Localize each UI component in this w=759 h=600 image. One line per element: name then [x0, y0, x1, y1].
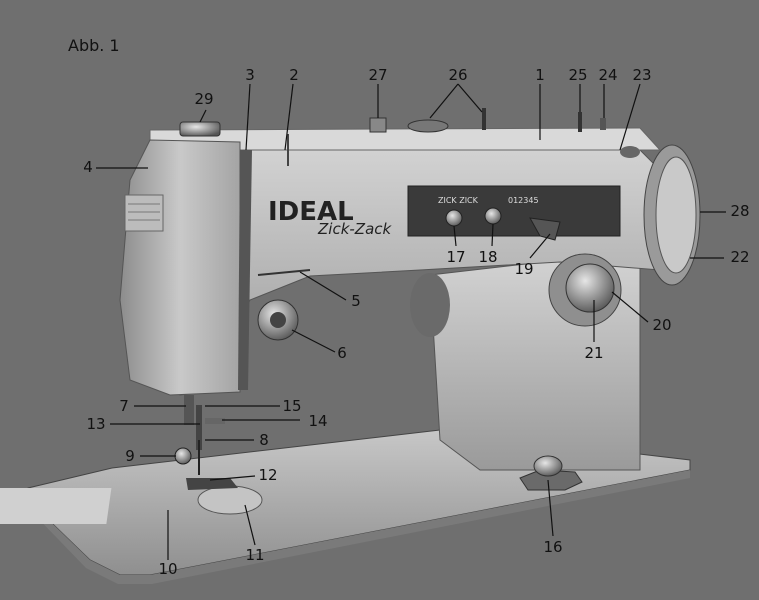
callout-11: 11: [245, 546, 264, 564]
callout-27: 27: [368, 66, 387, 84]
callout-22: 22: [730, 248, 749, 266]
presser-bar: [196, 405, 202, 450]
callout-20: 20: [652, 316, 671, 334]
callout-12: 12: [258, 466, 277, 484]
callout-4: 4: [83, 158, 93, 176]
callout-9: 9: [125, 447, 135, 465]
leader-lines: [96, 83, 726, 560]
stitch-length-knob: [565, 263, 615, 313]
presser-foot: [186, 478, 238, 490]
spool-holder: [407, 119, 449, 133]
callout-13: 13: [86, 415, 105, 433]
callout-8: 8: [259, 431, 269, 449]
callout-26: 26: [448, 66, 467, 84]
needle-bar: [184, 395, 194, 425]
spool-pin-left: [369, 117, 387, 133]
bobbin-winder: [620, 146, 640, 158]
brand-name: IDEAL: [268, 197, 354, 227]
thread-cutter: [205, 418, 225, 424]
take-up-lever: [238, 150, 252, 390]
callout-24: 24: [598, 66, 617, 84]
selector-serial: 012345: [508, 196, 539, 205]
callout-21: 21: [584, 344, 603, 362]
bobbin-cover: [197, 485, 263, 515]
pressure-regulator-knob: [179, 121, 221, 137]
reverse-knob: [533, 455, 563, 477]
face-plate-grille: [124, 194, 164, 232]
callout-2: 2: [289, 66, 299, 84]
thread-guide-lower: [257, 269, 311, 276]
callout-28: 28: [730, 202, 749, 220]
stitch-lever: [529, 217, 561, 241]
bobbin-winder-pin: [578, 112, 582, 132]
needle-position-knob: [484, 207, 502, 225]
slide-plate: [0, 488, 112, 524]
motor-cover: [410, 273, 450, 337]
callout-17: 17: [446, 248, 465, 266]
spool-pin-right: [482, 108, 486, 130]
callout-16: 16: [543, 538, 562, 556]
callout-23: 23: [632, 66, 651, 84]
callout-1: 1: [535, 66, 545, 84]
callout-10: 10: [158, 560, 177, 578]
callout-5: 5: [351, 292, 361, 310]
needle-clamp-screw: [174, 447, 192, 465]
callout-14: 14: [308, 412, 327, 430]
stitch-selector-plate: [407, 185, 621, 237]
bobbin-winder-stop: [600, 118, 606, 130]
figure-title: Abb. 1: [68, 36, 120, 55]
callout-6: 6: [337, 344, 347, 362]
callout-7: 7: [119, 397, 129, 415]
callout-3: 3: [245, 66, 255, 84]
callout-19: 19: [514, 260, 533, 278]
selector-plate-label: ZICK ZICK: [438, 196, 479, 205]
stitch-width-knob: [445, 209, 463, 227]
callout-25: 25: [568, 66, 587, 84]
brand-model-script: Zick-Zack: [317, 220, 393, 238]
callout-15: 15: [282, 397, 301, 415]
callout-labels: 1 2 3 4 5 6 7 8 9 10 11 12 13 14 15 16 1…: [83, 66, 749, 578]
callout-18: 18: [478, 248, 497, 266]
machine-head: [119, 139, 241, 396]
callout-29: 29: [194, 90, 213, 108]
